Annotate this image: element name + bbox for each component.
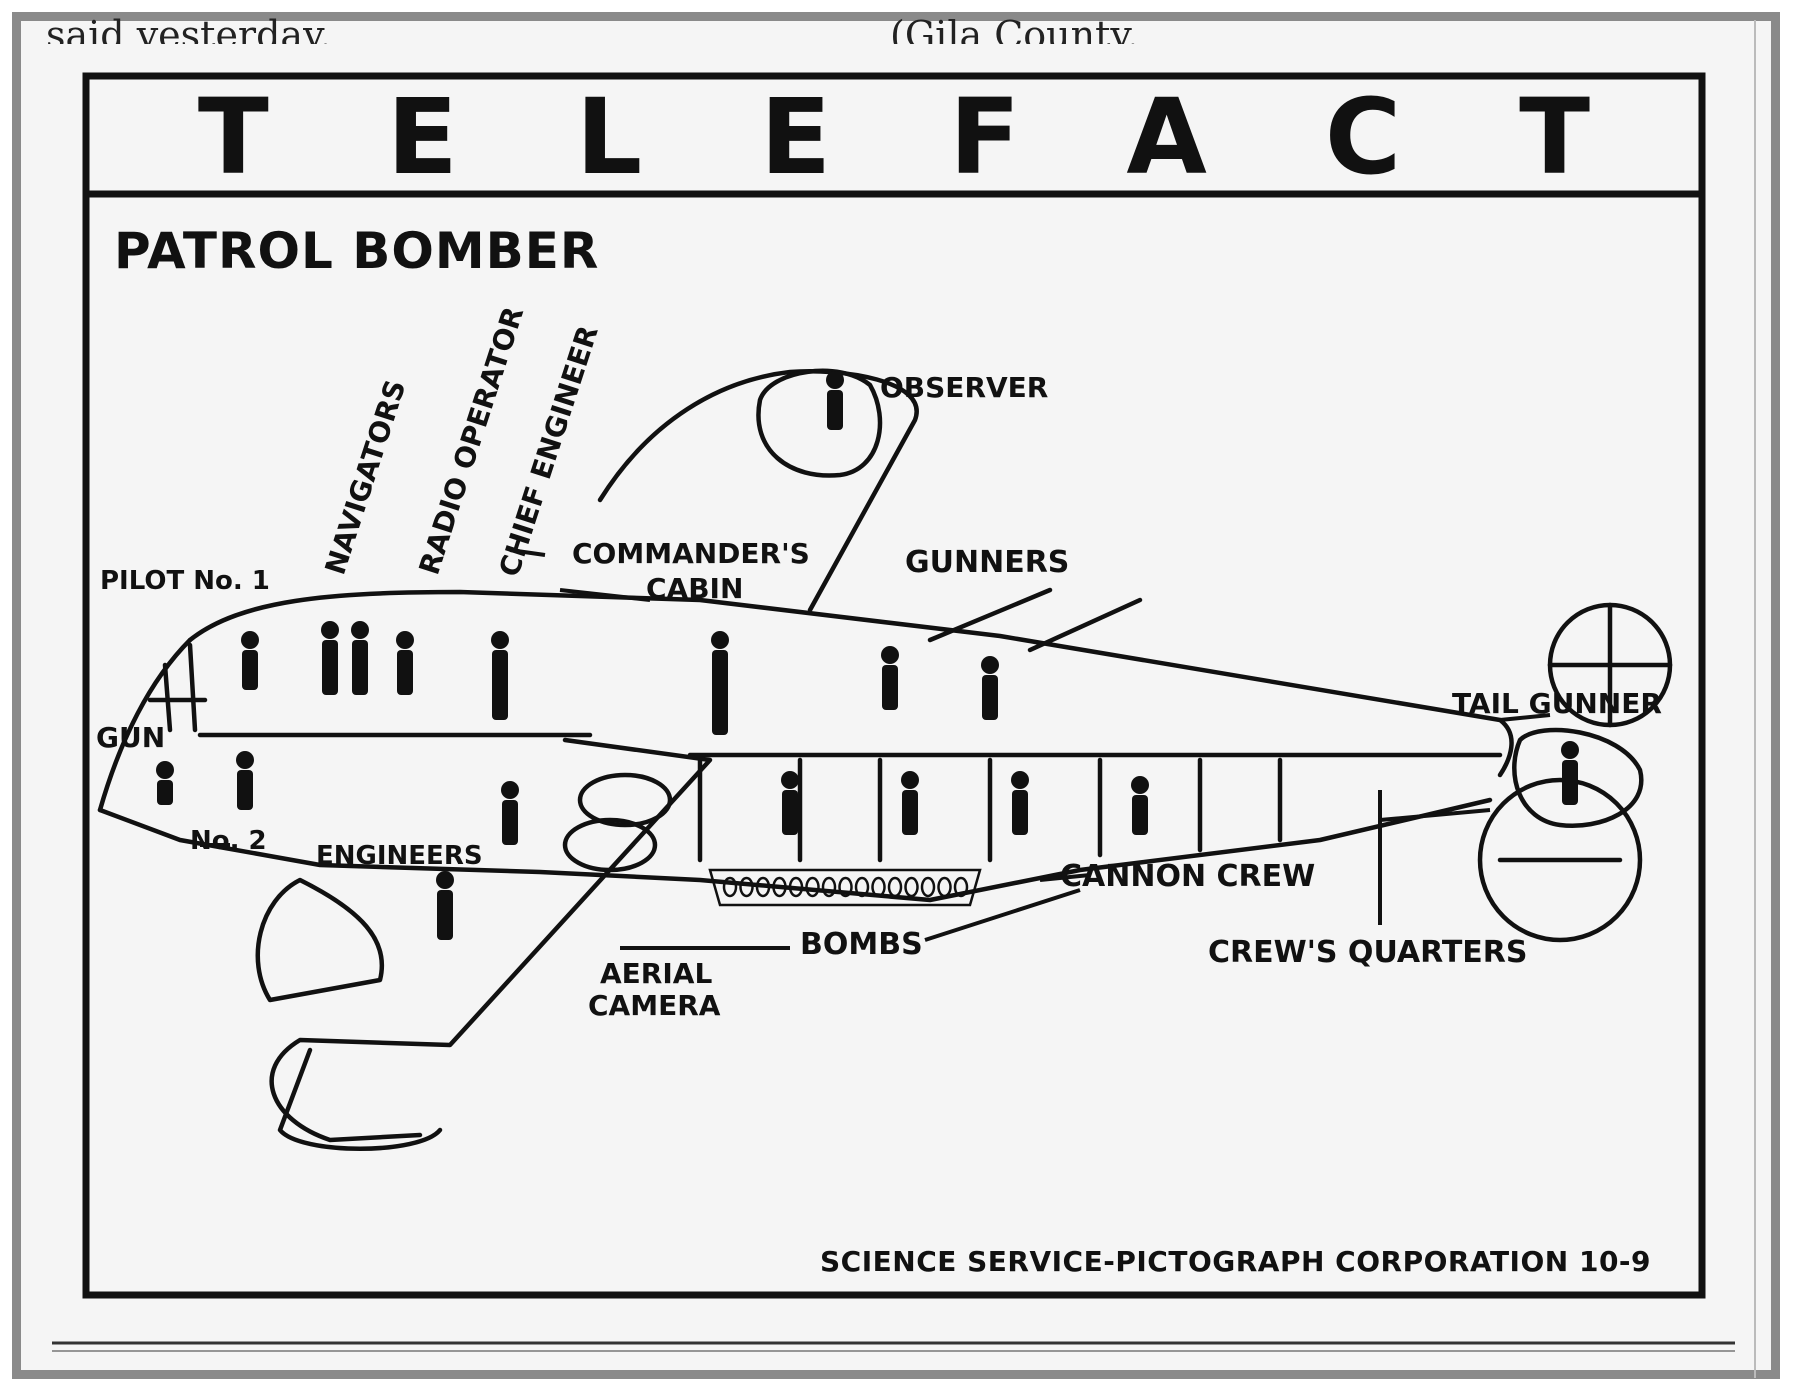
- bomb-icon: [920, 876, 936, 898]
- bomb-icon: [755, 876, 771, 898]
- label-commanders-cabin-line2: CABIN: [646, 572, 744, 605]
- crew-figure: [396, 631, 414, 695]
- label-aerial-camera-line1: AERIAL: [600, 957, 713, 990]
- crew-figure: [826, 371, 844, 430]
- bomb-icon: [739, 876, 754, 898]
- credit-line: SCIENCE SERVICE-PICTOGRAPH CORPORATION 1…: [820, 1245, 1652, 1278]
- bomb-icon: [821, 876, 837, 898]
- crew-figure: [491, 631, 509, 720]
- label-crews-quarters: CREW'S QUARTERS: [1208, 935, 1528, 970]
- crew-figure: [711, 631, 729, 735]
- observer-blister: [756, 368, 883, 478]
- gunner-guns: [927, 587, 1143, 653]
- wing-tank: [562, 817, 658, 873]
- label-tail-gunner: TAIL GUNNER: [1452, 687, 1662, 720]
- crew-figure: [981, 656, 999, 720]
- crew-figure: [156, 761, 174, 805]
- bomb-icon: [953, 876, 969, 898]
- top-snippet-left: said yesterday.: [46, 16, 332, 44]
- crew-figure: [1131, 776, 1149, 835]
- label-aerial-camera-line2: CAMERA: [588, 989, 721, 1022]
- lower-bays: [697, 757, 1283, 863]
- label-gun: GUN: [96, 721, 166, 754]
- bomb-icon: [904, 876, 919, 898]
- crew-figures: [156, 371, 1579, 940]
- crew-figure: [1561, 741, 1579, 805]
- label-observer: OBSERVER: [880, 371, 1049, 404]
- crew-figure: [501, 781, 519, 845]
- crew-figure: [236, 751, 254, 810]
- fuselage-top: [187, 589, 1514, 778]
- panel-frame: [82, 72, 1706, 1299]
- crew-figure: [241, 631, 259, 690]
- crew-figure: [1011, 771, 1029, 835]
- cockpit-window: [147, 642, 208, 733]
- diagram-title: PATROL BOMBER: [114, 222, 600, 280]
- bomb-icon: [838, 876, 853, 898]
- crew-figure: [351, 621, 369, 695]
- engine-nacelle: [255, 877, 385, 1003]
- turret-sight: [1497, 602, 1673, 863]
- wing-tip: [277, 1047, 443, 1151]
- label-engineers: ENGINEERS: [316, 841, 483, 871]
- bomb-icon: [805, 876, 820, 898]
- upper-deck: [197, 732, 1503, 758]
- label-gunners: GUNNERS: [905, 545, 1070, 580]
- nose-outline: [97, 637, 193, 813]
- crew-figure: [881, 646, 899, 710]
- top-snippet-right: (Gila County.: [890, 16, 1139, 44]
- bomb-icon: [887, 876, 903, 898]
- bomb-rack: [708, 868, 982, 907]
- label-commanders-cabin-line1: COMMANDER'S: [572, 537, 810, 570]
- label-cannon-crew: CANNON CREW: [1060, 859, 1316, 894]
- crew-figure: [321, 621, 339, 695]
- telefact-heading: TELEFACT: [197, 76, 1709, 198]
- fuselage-bottom: [97, 797, 1493, 903]
- tail-gunner-blister: [1512, 727, 1644, 828]
- bomb-icon: [871, 876, 886, 898]
- crew-figure: [901, 771, 919, 835]
- wing-outline: [269, 737, 713, 1143]
- bomb-icon: [937, 876, 952, 898]
- crew-figure: [781, 771, 799, 835]
- bomb-icon: [722, 876, 738, 898]
- tail-fin: [597, 369, 919, 613]
- label-pilot-no1: PILOT No. 1: [100, 566, 270, 596]
- leader-lines: [200, 548, 1551, 950]
- wing-tank: [577, 772, 673, 828]
- label-bombs: BOMBS: [800, 927, 923, 962]
- bomb-icon: [788, 876, 804, 898]
- bomb-icon: [854, 876, 870, 898]
- label-no2: No. 2: [190, 826, 267, 856]
- crew-figure: [436, 871, 454, 940]
- tail-stabilizer: [1477, 777, 1643, 943]
- bomb-icon: [772, 876, 787, 898]
